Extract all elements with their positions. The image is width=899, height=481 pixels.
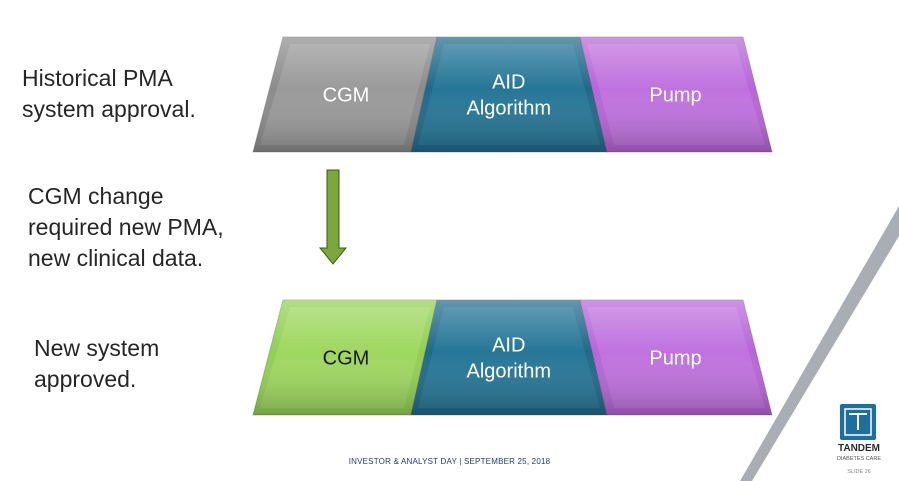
block-historical-cgm: CGM (252, 36, 438, 153)
logo-subtitle: DIABETES CARE (836, 456, 881, 462)
block-label-aid: AID (492, 72, 525, 94)
block-new-cgm: CGM (252, 299, 438, 416)
block-label-pump: Pump (649, 85, 701, 107)
block-historical-aid: AID Algorithm (410, 36, 608, 153)
block-label-aid: AID (492, 335, 525, 357)
block-label-aid: Algorithm (467, 98, 551, 120)
row-historical: CGM AID Algorithm Pump (252, 36, 773, 153)
block-label-aid: Algorithm (467, 361, 551, 383)
block-label-pump: Pump (649, 348, 701, 370)
block-new-pump: Pump (579, 299, 773, 416)
tandem-logo-icon (840, 404, 876, 440)
block-label-cgm: CGM (323, 85, 370, 107)
label-historical-approval: Historical PMA system approval. (22, 65, 196, 122)
label-new-system-approved: New system approved. (34, 335, 160, 392)
block-new-aid: AID Algorithm (410, 299, 608, 416)
label-cgm-change: CGM change required new PMA, new clinica… (28, 183, 224, 271)
logo-wordmark: TANDEM (837, 443, 881, 454)
down-arrow-icon (318, 169, 348, 265)
footer-text: INVESTOR & ANALYST DAY | SEPTEMBER 25, 2… (348, 457, 551, 466)
slide-number: SLIDE 26 (847, 469, 871, 475)
block-historical-pump: Pump (579, 36, 773, 153)
row-new: CGM AID Algorithm Pump (252, 299, 773, 416)
block-label-cgm: CGM (323, 348, 370, 370)
